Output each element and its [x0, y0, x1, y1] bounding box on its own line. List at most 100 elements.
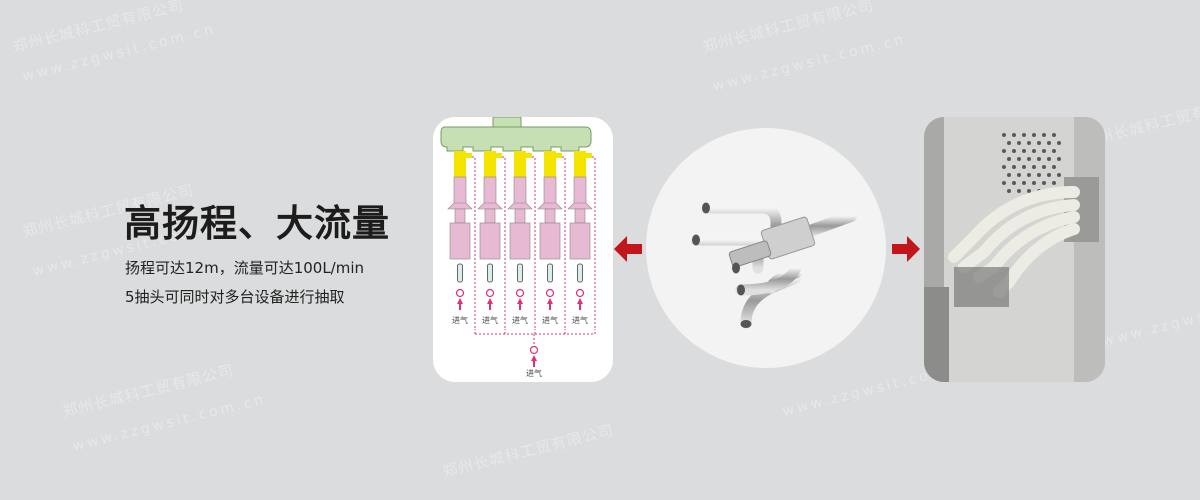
- vent-hole: [1022, 181, 1026, 185]
- tube-flange: [537, 202, 563, 210]
- vent-hole: [1032, 133, 1036, 137]
- vent-hole: [1022, 165, 1026, 169]
- inlet-label: 进气: [572, 315, 588, 325]
- product-photo-manifold: [646, 128, 886, 368]
- vent-hole: [1007, 157, 1011, 161]
- inlet-arrow-icon: [487, 298, 493, 310]
- inlet-circle: [455, 288, 465, 298]
- spec-line-2: 5抽头可同时对多台设备进行抽取: [125, 288, 345, 306]
- vent-hole: [1002, 165, 1006, 169]
- arrow-right-icon: [892, 236, 920, 262]
- vent-hole: [1012, 149, 1016, 153]
- dashed-line: [592, 156, 596, 329]
- inlet-label: 进气: [482, 315, 498, 325]
- vent-hole: [1027, 173, 1031, 177]
- vent-hole: [1042, 133, 1046, 137]
- vent-hole: [1007, 173, 1011, 177]
- tube-upper: [573, 176, 587, 206]
- inlet-label: 进气: [542, 315, 558, 325]
- vent-hole: [1012, 181, 1016, 185]
- vent-hole: [1042, 165, 1046, 169]
- inlet-arrow-icon: [457, 298, 463, 310]
- dashed-line: [472, 156, 476, 329]
- nozzle: [544, 151, 556, 177]
- valve: [547, 263, 553, 283]
- vent-hole: [1017, 173, 1021, 177]
- vent-hole: [1002, 133, 1006, 137]
- vent-hole: [1042, 181, 1046, 185]
- tube-upper: [483, 176, 497, 206]
- vent-hole: [1057, 157, 1061, 161]
- vent-hole: [1027, 157, 1031, 161]
- watermark-url: www.zzgwsit.com.cn: [71, 391, 268, 455]
- watermark-url: www.zzgwsit.com.cn: [21, 21, 218, 85]
- vent-hole: [1032, 165, 1036, 169]
- watermark-company: 郑州长城科工贸有限公司: [700, 0, 876, 57]
- dashed-line: [502, 156, 506, 329]
- vent-hole: [1017, 157, 1021, 161]
- vent-hole: [1022, 149, 1026, 153]
- vent-hole: [1047, 157, 1051, 161]
- nozzle-port: [526, 153, 532, 158]
- vent-hole: [1002, 149, 1006, 153]
- vent-hole: [1027, 141, 1031, 145]
- inlet-label-main: 进气: [526, 368, 542, 378]
- dashed-line: [532, 156, 536, 329]
- watermark-company: 郑州长城科工贸有限公司: [60, 360, 236, 422]
- vent-hole: [1032, 149, 1036, 153]
- tube-neck: [484, 208, 496, 224]
- nozzle-port: [586, 153, 592, 158]
- nozzle-port: [556, 153, 562, 158]
- valve: [487, 263, 493, 283]
- manifold-diagram: 进气进气进气进气进气 进气: [440, 117, 596, 378]
- tube-neck: [454, 208, 466, 224]
- vent-hole: [1027, 189, 1031, 193]
- valve: [577, 263, 583, 283]
- tube-neck: [514, 208, 526, 224]
- vent-hole: [1052, 181, 1056, 185]
- inlet-circle: [575, 288, 585, 298]
- watermark-company: 郑州长城科工贸有限公司: [10, 0, 186, 57]
- vent-hole: [1032, 181, 1036, 185]
- vent-hole: [1052, 133, 1056, 137]
- inlet-label: 进气: [512, 315, 528, 325]
- tube-flange: [507, 202, 533, 210]
- dashed-line: [562, 156, 566, 329]
- vent-hole: [1052, 165, 1056, 169]
- tube-neck: [574, 208, 586, 224]
- spec-line-1: 扬程可达12m，流量可达100L/min: [125, 259, 365, 277]
- inlet-label: 进气: [452, 315, 468, 325]
- vent-hole: [1017, 189, 1021, 193]
- tube-flange: [567, 202, 593, 210]
- vent-hole: [1057, 141, 1061, 145]
- inlet-circle: [515, 288, 525, 298]
- vent-hole: [1037, 173, 1041, 177]
- valve: [517, 263, 523, 283]
- tube-upper: [543, 176, 557, 206]
- inlet-arrow-icon: [577, 298, 583, 310]
- bottle: [479, 222, 501, 260]
- installed-photo-illustration: /* holes drawn below */: [924, 117, 1105, 382]
- vent-hole: [1022, 133, 1026, 137]
- arrow-left-icon: [614, 236, 642, 262]
- nozzle-port: [496, 153, 502, 158]
- tube-flange: [447, 202, 473, 210]
- manifold-photo-illustration: [690, 202, 857, 329]
- vent-hole: [1017, 141, 1021, 145]
- bottle: [539, 222, 561, 260]
- inlet-arrow-icon: [547, 298, 553, 310]
- inlet-circle: [485, 288, 495, 298]
- watermark-url: www.zzgwsit.com.cn: [1101, 286, 1200, 350]
- vent-hole: [1057, 173, 1061, 177]
- vent-hole: [1007, 189, 1011, 193]
- tube-neck: [544, 208, 556, 224]
- headline-title: 高扬程、大流量: [124, 202, 390, 245]
- vent-hole: [1037, 141, 1041, 145]
- vent-hole: [1047, 141, 1051, 145]
- watermark-url: www.zzgwsit.com.cn: [711, 31, 908, 95]
- nozzle-port: [466, 153, 472, 158]
- vent-hole: [1047, 173, 1051, 177]
- manifold-diagram-card: 进气进气进气进气进气 进气: [433, 117, 613, 382]
- bottle: [449, 222, 471, 260]
- tube-upper: [513, 176, 527, 206]
